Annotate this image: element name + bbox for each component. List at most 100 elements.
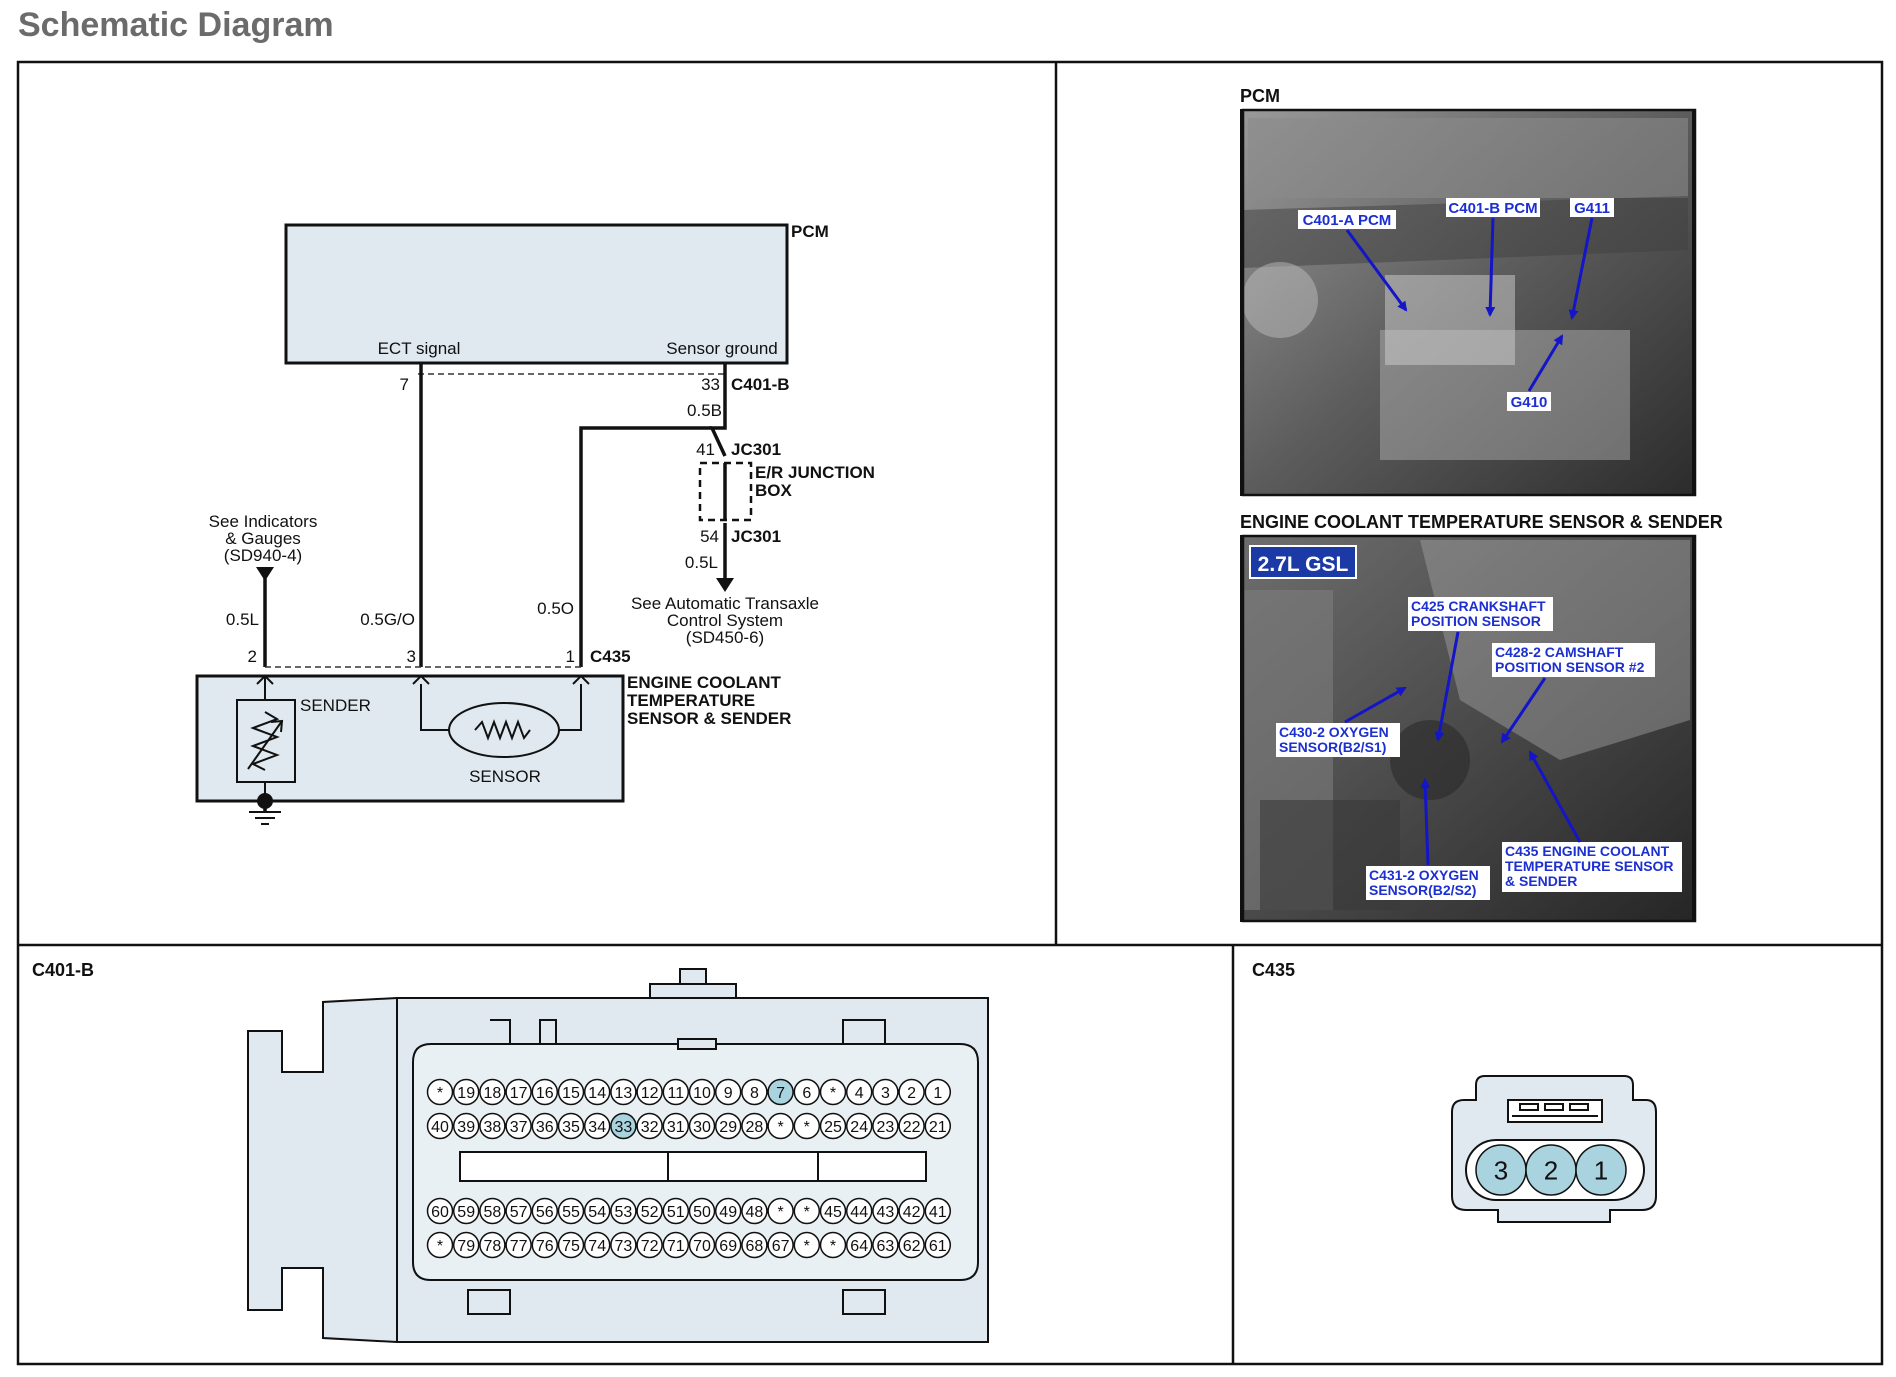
c401b-pin-4-15-circle [793,1231,821,1259]
c401b-pin-2-11-circle [688,1112,716,1140]
callout-crank-1: C425 CRANKSHAFT [1411,598,1546,614]
c401b-pin-2-11-label: 30 [693,1119,711,1136]
c401b-pin-1-16-label: * [830,1085,836,1102]
c401b-pin-1-4-circle [505,1078,532,1106]
engine-badge: 2.7L GSL [1249,545,1357,579]
c401b-pin-1-10-label: 11 [667,1085,684,1102]
c401b-pin-2-4: 37 [505,1112,532,1140]
c401b-pin-1-1: * [426,1078,454,1106]
c401b-pin-1-20-circle [924,1078,952,1106]
c401b-pin-2-19: 22 [898,1112,925,1140]
ect-label-3: SENSOR & SENDER [627,709,791,728]
c401b-pin-4-6: 75 [557,1231,585,1259]
c401b-pin-2-8-label: 33 [615,1119,633,1136]
c401b-pin-4-18-circle [872,1231,899,1259]
c435-pin-3: 3 [1475,1144,1527,1196]
atcs-label-1: See Automatic Transaxle [631,594,819,613]
c401b-pin-2-15-label: * [804,1119,810,1136]
c401b-pin-3-20-label: 41 [929,1204,947,1221]
callout-cam-1: C428-2 CAMSHAFT [1495,644,1624,660]
c401b-pin-4-18: 63 [872,1231,899,1259]
c401b-pin-2-10-label: 31 [667,1119,685,1136]
c401b-pin-3-16-circle [819,1197,847,1225]
c401b-pin-4-9-label: 72 [641,1238,659,1255]
c401b-pin-1-17: 4 [845,1078,873,1106]
c401b-pin-1-8-label: 13 [615,1085,633,1102]
c401b-pin-2-7-label: 34 [588,1119,606,1136]
c401b-pin-1-16-circle [819,1078,847,1106]
callout-crank-2: POSITION SENSOR [1411,613,1541,629]
sender-label: SENDER [300,696,371,715]
c401b-pin-3-12-circle [714,1197,742,1225]
c401b-pin-2-16-label: 25 [824,1119,842,1136]
c401b-pin-4-16-label: * [830,1238,836,1255]
c401b-pin-4-19-label: 62 [903,1238,921,1255]
wire-05go-label: 0.5G/O [360,610,415,629]
callout-o2a-2: SENSOR(B2/S1) [1279,739,1386,755]
c401b-pin-3-1: 60 [426,1197,454,1225]
c401b-pin-1-3-circle [479,1078,506,1106]
c401b-pin-2-10: 31 [662,1112,690,1140]
c401b-pin-2-14-label: * [777,1119,783,1136]
atcs-label-2: Control System [667,611,783,630]
pcm-callouts: C401-A PCM C401-B PCM G411 G410 [1298,198,1614,411]
c401b-pin-3-7-circle [583,1197,611,1225]
c401b-pin-3-17-label: 44 [850,1204,868,1221]
c401b-pin-2-20: 21 [924,1112,952,1140]
c401b-pin-4-20-label: 61 [929,1238,947,1255]
c401b-pin-1-12-circle [714,1078,742,1106]
c401b-pin-1-10: 11 [662,1078,690,1106]
c401b-pin-3-14-circle [767,1197,794,1225]
c401b-pin-3-3-label: 58 [484,1204,502,1221]
c401b-pin-3-8-label: 53 [615,1204,633,1221]
pin-3-label: 3 [407,647,416,666]
c401b-pin-2-4-label: 37 [510,1119,528,1136]
c401b-pin-4-9: 72 [636,1231,663,1259]
c401b-pin-2-1: 40 [426,1112,454,1140]
c401b-pin-4-6-circle [557,1231,585,1259]
wire-05l-right-label: 0.5L [685,553,718,572]
c401b-pin-1-18-label: 3 [881,1085,890,1102]
c401b-pin-3-3-circle [479,1197,506,1225]
c401b-pin-4-4: 77 [505,1231,532,1259]
indicators-arrow [256,567,274,581]
c401b-pin-3-5-circle [531,1197,559,1225]
pin-1-label: 1 [566,647,575,666]
c401b-pin-4-2-circle [452,1231,480,1259]
ground-icon [249,793,281,825]
c401b-pin-2-17-circle [845,1112,873,1140]
c401b-pin-4-7-label: 74 [588,1238,606,1255]
c401b-pin-4-1-circle [426,1231,454,1259]
sensor-ground-label: Sensor ground [666,339,778,358]
c401b-pin-4-7-circle [583,1231,611,1259]
c401b-pin-3-11-label: 50 [693,1204,711,1221]
c401b-pin-4-11-label: 70 [693,1238,711,1255]
c401b-pin-1-3: 18 [479,1078,506,1106]
c401b-pin-2-5-label: 36 [536,1119,554,1136]
c401b-pin-4-5: 76 [531,1231,559,1259]
c401b-pin-3-9: 52 [636,1197,663,1225]
c401b-pin-2-10-circle [662,1112,690,1140]
c401b-pin-1-15: 6 [793,1078,821,1106]
sensor-label: SENSOR [469,767,541,786]
c401b-pin-2-6: 35 [557,1112,585,1140]
c401b-pin-3-5: 56 [531,1197,559,1225]
c401b-pin-3-1-circle [426,1197,454,1225]
c401b-pin-1-16: * [819,1078,847,1106]
c401b-pin-3-9-circle [636,1197,663,1225]
c401b-pin-2-11: 30 [688,1112,716,1140]
c401b-pin-4-6-label: 75 [562,1238,580,1255]
callout-c401a: C401-A PCM [1303,212,1392,229]
c401b-pin-2-3-label: 38 [484,1119,502,1136]
c401b-pin-4-13: 68 [741,1231,768,1259]
callout-o2a-1: C430-2 OXYGEN [1279,724,1389,740]
c401b-pin-2-17: 24 [845,1112,873,1140]
c435-pin-1-label: 1 [1594,1155,1608,1185]
c401b-pin-4-11: 70 [688,1231,716,1259]
c401b-pin-1-6: 15 [557,1078,585,1106]
c401b-pin-1-12-label: 9 [724,1085,733,1102]
c401b-pin-3-6: 55 [557,1197,585,1225]
pin-2-label: 2 [248,647,257,666]
c435-label: C435 [590,647,631,666]
c401b-pin-2-12-label: 29 [719,1119,737,1136]
